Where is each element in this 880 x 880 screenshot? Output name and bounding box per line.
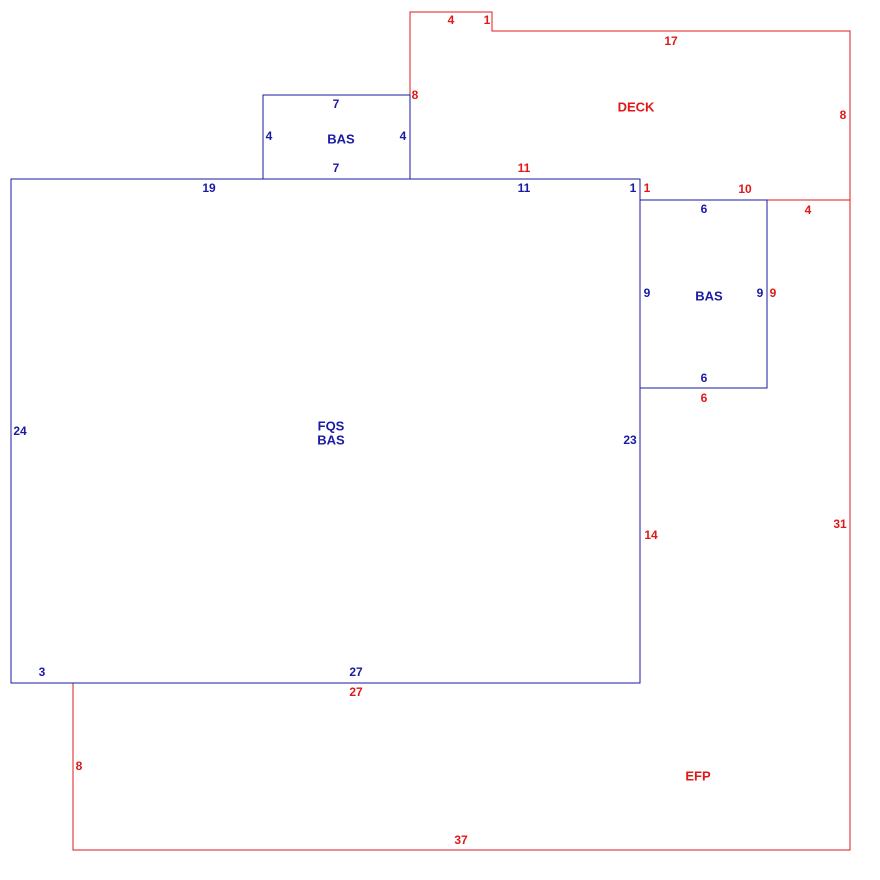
top-bas-outline (262, 94, 411, 179)
efp-label: EFP (685, 768, 711, 783)
deck-outline (409, 11, 851, 200)
dim-right-bas-top: 6 (701, 202, 708, 216)
dim-right-bas-left: 9 (644, 286, 651, 300)
dim-main-corner: 1 (630, 181, 637, 195)
dim-main-top: 19 (202, 181, 216, 195)
dim-efp-bottom: 37 (454, 833, 468, 847)
dim-deck-right: 8 (840, 108, 847, 122)
dim-top-bas-top: 7 (333, 97, 340, 111)
dim-deck-top-a: 4 (448, 13, 455, 27)
dim-deck-bottom: 11 (518, 161, 531, 175)
dim-right-bas-right: 9 (757, 286, 764, 300)
dim-deck-top-c: 17 (664, 34, 678, 48)
efp-outline (72, 199, 851, 851)
deck-label: DECK (618, 99, 655, 114)
dim-efp-top: 27 (349, 685, 363, 699)
main-area-label-bas: BAS (317, 432, 345, 447)
right-bas-outline (640, 199, 768, 389)
red-dimensions: 4 1 17 8 8 11 1 10 4 9 6 14 31 27 8 37 (76, 13, 847, 847)
main-area-outline (10, 178, 641, 684)
dim-efp-left: 8 (76, 759, 83, 773)
dim-top-bas-bottom: 7 (333, 161, 340, 175)
blue-outlines (10, 94, 768, 684)
dim-main-right: 23 (623, 433, 637, 447)
top-bas-label: BAS (327, 131, 355, 146)
dim-top-bas-right: 4 (400, 129, 407, 143)
dim-deck-left: 8 (412, 88, 419, 102)
dim-right-bas-bottom: 6 (701, 371, 708, 385)
dim-main-top-right: 11 (518, 181, 531, 195)
dim-efp-top-right: 4 (805, 203, 812, 217)
dim-efp-notch-bottom: 6 (701, 391, 708, 405)
dim-main-left: 24 (13, 424, 27, 438)
dim-efp-right: 31 (833, 517, 847, 531)
red-outlines (72, 11, 851, 851)
dim-efp-left-upper: 14 (644, 528, 658, 542)
dim-main-bottom-left: 3 (39, 665, 46, 679)
main-area-label-fqs: FQS (318, 418, 345, 433)
dim-top-bas-left: 4 (266, 129, 273, 143)
dim-deck-top-b: 1 (484, 13, 491, 27)
dim-deck-step: 10 (738, 182, 752, 196)
dim-main-bottom: 27 (349, 665, 363, 679)
dim-deck-corner: 1 (644, 181, 651, 195)
area-labels: FQS BAS BAS BAS DECK EFP (317, 99, 723, 783)
right-bas-label: BAS (695, 288, 723, 303)
blue-dimensions: 19 24 3 27 23 11 1 7 7 4 4 6 6 9 9 (13, 97, 763, 679)
dim-efp-notch-right: 9 (770, 286, 777, 300)
